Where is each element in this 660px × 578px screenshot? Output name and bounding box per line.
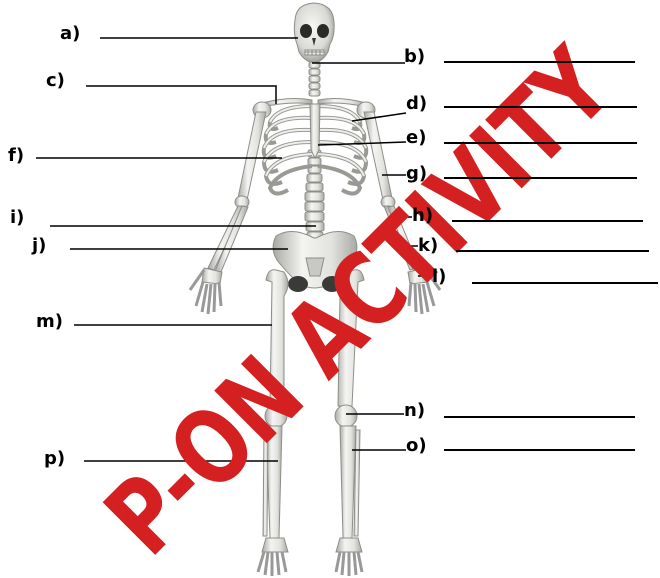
answer-blank-o[interactable] [444,449,635,451]
right-humerus [364,112,392,200]
label-n: n) [404,401,425,421]
answer-blank-g[interactable] [444,177,637,179]
answer-blank-e[interactable] [444,142,637,144]
label-m: m) [36,312,63,332]
skull [294,3,334,63]
left-hand [190,268,222,314]
answer-blank-h[interactable] [452,220,643,222]
label-a: a) [60,24,80,44]
right-foot [336,538,362,576]
right-tibia [340,426,356,538]
label-b: b) [404,47,425,67]
answer-blank-k[interactable] [456,250,649,252]
right-patella [335,405,357,427]
label-h: h) [412,206,433,226]
left-humerus [238,112,266,200]
left-ulna [215,206,248,272]
label-j: j) [32,236,46,256]
label-l: l) [432,267,446,287]
label-d: d) [406,94,427,114]
label-p: p) [44,449,65,469]
label-g: g) [406,164,427,184]
label-k: k) [418,236,438,256]
answer-blank-n[interactable] [444,416,635,418]
label-e: e) [406,128,426,148]
answer-blank-d[interactable] [444,106,637,108]
label-o: o) [406,436,427,456]
label-f: f) [8,146,24,166]
label-i: i) [10,208,24,228]
answer-blank-b[interactable] [444,61,635,63]
left-foot [258,538,288,576]
sternum [310,104,320,158]
answer-blank-l[interactable] [472,282,658,284]
label-c: c) [46,71,65,91]
